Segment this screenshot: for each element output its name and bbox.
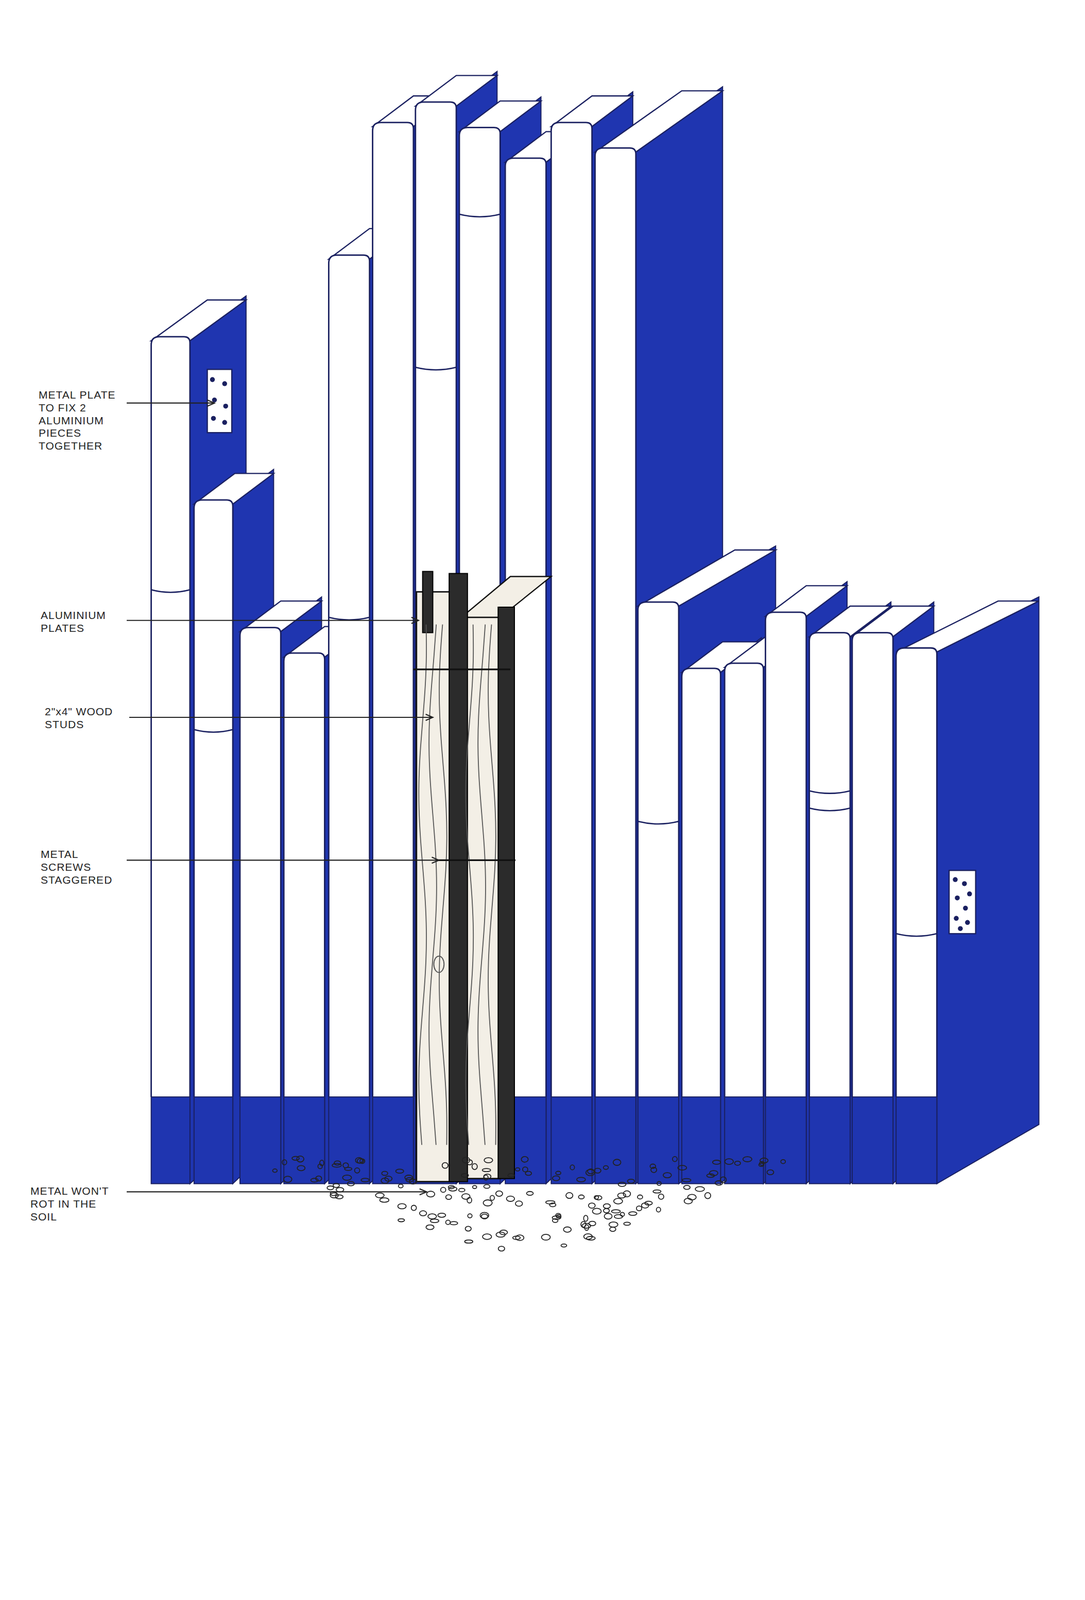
slat-front [595,147,636,1097]
callout-label: METAL PLATE TO FIX 2 ALUMINIUM PIECES TO… [36,387,124,454]
aluminium-plate [497,607,515,1179]
wood-grain [465,624,474,1146]
joint-seam [151,589,191,593]
callout-label: 2"x4" WOOD STUDS [42,704,130,733]
leader-line [126,716,433,718]
wood-grain [428,624,437,1146]
joint-seam [459,214,501,217]
metal-plate [949,870,976,934]
wood-knot [433,956,444,973]
wood-grain [418,624,427,1146]
slat-base [681,1096,721,1184]
slat-base [194,1096,233,1184]
screw [436,859,516,861]
leader-line [126,620,419,622]
leader-arrow [419,1188,427,1195]
leader-line [126,1191,427,1193]
slat-top [595,90,723,152]
slat-base [550,1096,592,1184]
slat-base [328,1096,370,1184]
slat-base [765,1096,806,1184]
metal-plate [207,369,233,433]
slat-side [936,596,1039,1184]
slat-front [550,122,592,1097]
aluminium-slat [638,545,777,1184]
leader-arrow [207,400,215,407]
slat-base [724,1096,764,1184]
joint-seam [809,790,851,794]
joint-seam [809,807,851,811]
slat-front [328,254,370,1097]
slat-base [372,1096,414,1184]
slat-base [239,1096,281,1184]
slat-base [896,1096,937,1184]
slat-front [681,668,721,1097]
slat-front [724,663,764,1097]
aluminium-slat [151,296,247,1184]
slat-front [896,647,937,1097]
gravel [272,1156,786,1251]
slat-base [283,1096,325,1184]
wood-studs [413,571,552,1182]
slat-front [809,632,851,1098]
slat-front [852,632,893,1098]
callout-label: METAL SCREWS STAGGERED [38,847,126,888]
slats [151,71,1040,1184]
slat-top [151,300,247,341]
slat-base [638,1096,679,1184]
slat-base [151,1096,191,1184]
slat-front [638,601,679,1097]
slat-front [372,122,414,1097]
aluminium-slat [896,596,1039,1184]
joint-seam [194,729,233,733]
leader-arrow [425,714,434,721]
slat-top [896,600,1039,652]
leader-line [126,859,439,861]
wood-grain [439,624,447,1146]
leader-arrow [432,856,440,864]
joint-seam [415,367,457,370]
leaders [126,403,439,1193]
slat-front [194,500,233,1097]
wood-grain [477,624,486,1146]
slat-front [239,627,281,1097]
aluminium-plate [422,571,434,633]
callout-label: METAL WON'T ROT IN THE SOIL [28,1183,115,1225]
slat-base [809,1096,851,1184]
slat-base [852,1096,893,1184]
aluminium-plate [449,573,468,1182]
wood-grain [488,624,496,1146]
joint-seam [638,821,679,824]
callout-label: ALUMINIUM PLATES [38,608,126,636]
joint-seam [896,933,937,937]
leader-arrow [411,617,419,624]
screw [413,668,511,670]
joint-seam [328,617,370,620]
wood-stud [416,591,454,1182]
slat-front [765,612,806,1097]
slat-front [283,652,325,1097]
slat-top [638,549,777,607]
leader-line [126,402,215,404]
